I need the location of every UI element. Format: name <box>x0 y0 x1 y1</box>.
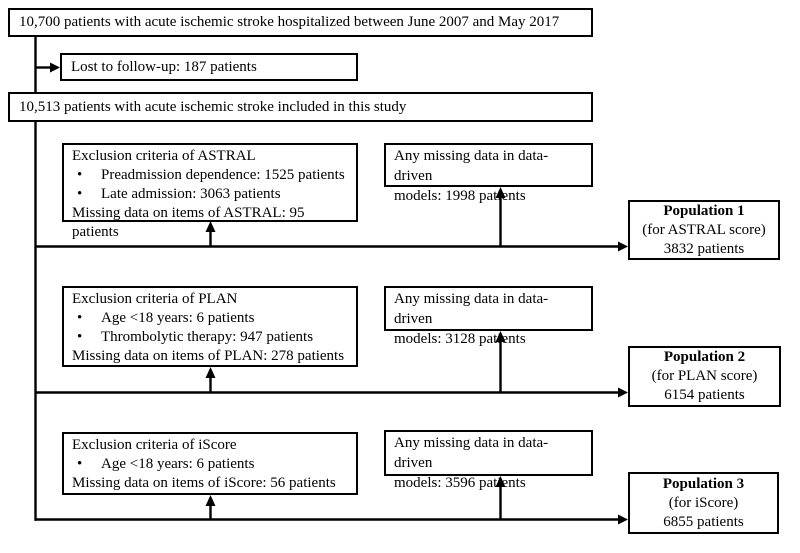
missing-models-line2: models: 3596 patients <box>394 475 526 491</box>
lost-to-followup-box: Lost to follow-up: 187 patients <box>60 53 358 81</box>
included-text: 10,513 patients with acute ischemic stro… <box>19 98 407 115</box>
branch-astral-arrowhead <box>618 241 628 252</box>
branch-plan-arrowhead <box>618 387 628 398</box>
bullet-glyph: • <box>77 310 83 326</box>
bullet-text: Thrombolytic therapy: 947 patients <box>101 329 314 345</box>
population-name: Population 1 <box>663 202 745 219</box>
population-count: 6855 patients <box>663 513 744 530</box>
bullet-text: Age <18 years: 6 patients <box>101 310 255 326</box>
bullet-text: Preadmission dependence: 1525 patients <box>101 167 345 183</box>
population-purpose: (for ASTRAL score) <box>642 221 766 238</box>
exclusion-bullet: • Late admission: 3063 patients <box>72 185 348 204</box>
bullet-glyph: • <box>77 186 83 202</box>
missing-models-line2: models: 3128 patients <box>394 331 526 347</box>
exclusion-title: Exclusion criteria of iScore <box>72 437 237 453</box>
included-box: 10,513 patients with acute ischemic stro… <box>8 92 593 122</box>
exclusion-missing-items: Missing data on items of ASTRAL: 95 pati… <box>72 205 305 240</box>
population-count: 6154 patients <box>664 387 745 403</box>
exclusion-box-plan: Exclusion criteria of PLAN • Age <18 yea… <box>62 286 358 367</box>
plan-exclusion-arrowhead <box>205 367 216 378</box>
bullet-text: Age <18 years: 6 patients <box>101 456 255 472</box>
population-box-2: Population 2 (for PLAN score) 6154 patie… <box>628 346 781 407</box>
exclusion-bullet: • Age <18 years: 6 patients <box>72 455 348 474</box>
enrolled-box: 10,700 patients with acute ischemic stro… <box>8 8 593 37</box>
exclusion-bullet: • Age <18 years: 6 patients <box>72 309 348 328</box>
missing-models-line1: Any missing data in data-driven <box>394 291 549 327</box>
bullet-text: Late admission: 3063 patients <box>101 186 281 202</box>
missing-models-line1: Any missing data in data-driven <box>394 435 549 471</box>
missing-models-line1: Any missing data in data-driven <box>394 148 549 184</box>
lost-to-followup-text: Lost to follow-up: 187 patients <box>71 58 257 75</box>
missing-models-box-plan: Any missing data in data-driven models: … <box>384 286 593 347</box>
exclusion-bullet: • Preadmission dependence: 1525 patients <box>72 166 348 185</box>
exclusion-missing-items: Missing data on items of PLAN: 278 patie… <box>72 348 345 364</box>
population-count: 3832 patients <box>663 240 745 257</box>
iscore-exclusion-arrowhead <box>205 495 216 506</box>
population-box-3: Population 3 (for iScore) 6855 patients <box>628 472 779 534</box>
exclusion-title: Exclusion criteria of ASTRAL <box>72 148 256 164</box>
enrolled-text: 10,700 patients with acute ischemic stro… <box>19 14 560 30</box>
exclusion-box-astral: Exclusion criteria of ASTRAL • Preadmiss… <box>62 143 358 240</box>
missing-models-box-astral: Any missing data in data-driven models: … <box>384 143 593 204</box>
exclusion-title: Exclusion criteria of PLAN <box>72 291 238 307</box>
lost-arrowhead <box>50 62 60 73</box>
bullet-glyph: • <box>77 456 83 472</box>
population-box-1: Population 1 (for ASTRAL score) 3832 pat… <box>628 200 780 260</box>
population-name: Population 2 <box>663 349 746 365</box>
exclusion-missing-items: Missing data on items of iScore: 56 pati… <box>72 475 336 491</box>
exclusion-bullet: • Thrombolytic therapy: 947 patients <box>72 328 348 347</box>
population-purpose: (for PLAN score) <box>651 368 758 384</box>
bullet-glyph: • <box>77 329 83 345</box>
exclusion-box-iscore: Exclusion criteria of iScore • Age <18 y… <box>62 432 358 495</box>
population-name: Population 3 <box>662 475 745 492</box>
branch-iscore-arrowhead <box>618 514 628 525</box>
missing-models-line2: models: 1998 patients <box>394 188 526 204</box>
bullet-glyph: • <box>77 167 83 183</box>
missing-models-box-iscore: Any missing data in data-driven models: … <box>384 430 593 491</box>
population-purpose: (for iScore) <box>668 494 739 511</box>
